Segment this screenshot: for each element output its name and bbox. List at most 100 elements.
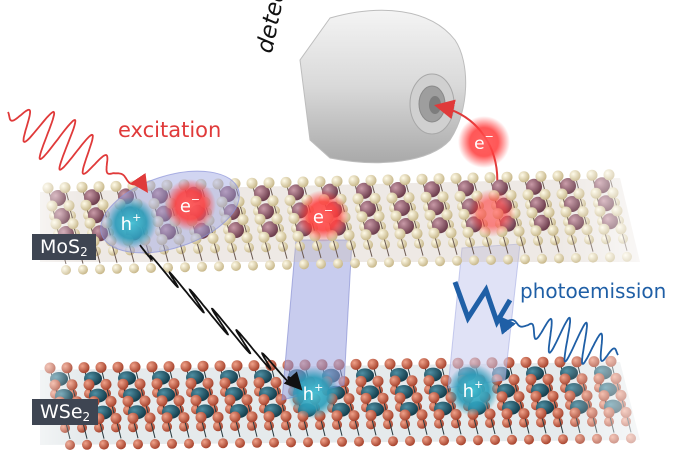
se-atom <box>269 437 279 448</box>
se-atom <box>168 378 180 390</box>
s-atom <box>254 213 266 225</box>
se-atom <box>263 411 275 423</box>
se-atom <box>422 435 432 446</box>
s-atom <box>369 192 381 204</box>
se-atom <box>411 392 423 404</box>
detector-body <box>299 9 467 164</box>
se-atom <box>620 406 632 418</box>
se-atom <box>337 436 347 447</box>
hole-bottom-right: h+ <box>447 364 499 416</box>
s-atom <box>61 265 71 275</box>
se-atom <box>365 409 377 421</box>
s-atom <box>63 200 75 212</box>
s-atom <box>556 188 568 200</box>
se-atom <box>371 436 381 447</box>
se-atom <box>82 439 92 450</box>
se-atom <box>219 377 231 389</box>
se-atom <box>229 411 241 423</box>
se-atom <box>564 390 576 402</box>
s-atom <box>603 169 615 181</box>
se-atom <box>280 410 292 422</box>
se-atom <box>184 438 194 449</box>
se-atom <box>343 393 355 405</box>
se-atom <box>214 360 226 372</box>
s-atom <box>299 259 309 270</box>
s-atom <box>403 192 415 204</box>
se-atom <box>377 392 389 404</box>
svg-text:h+: h+ <box>303 381 324 405</box>
electron-top-left: e− <box>164 179 216 231</box>
se-atom <box>161 412 173 424</box>
s-atom <box>394 228 406 240</box>
se-atom <box>547 390 559 402</box>
photoemission-wave <box>497 315 619 365</box>
mos2-label: MoS2 <box>32 234 96 260</box>
electron-top-right <box>468 189 516 237</box>
se-atom <box>603 407 615 419</box>
se-atom <box>241 394 253 406</box>
se-atom <box>190 394 202 406</box>
s-atom <box>467 172 479 184</box>
se-atom <box>610 372 622 384</box>
s-atom <box>454 190 466 202</box>
se-atom <box>100 378 112 390</box>
s-atom <box>316 259 326 269</box>
se-atom <box>178 412 190 424</box>
se-atom <box>61 362 73 374</box>
se-atom <box>518 408 530 420</box>
se-atom <box>116 439 126 450</box>
s-atom <box>586 169 598 181</box>
s-atom <box>571 253 581 263</box>
se-atom <box>384 358 396 370</box>
se-atom <box>207 394 219 406</box>
s-atom <box>588 252 598 263</box>
s-atom <box>93 181 105 193</box>
se-atom <box>144 412 156 424</box>
hole-bottom-middle: h+ <box>287 367 339 419</box>
se-atom <box>389 375 401 387</box>
s-atom <box>280 176 292 188</box>
se-atom <box>507 434 517 445</box>
s-atom <box>282 259 292 270</box>
s-atom <box>129 263 139 274</box>
s-atom <box>543 206 555 218</box>
s-atom <box>590 187 602 199</box>
se-atom <box>367 358 379 370</box>
s-atom <box>458 208 470 220</box>
s-atom <box>526 207 538 219</box>
s-atom <box>367 257 377 268</box>
se-atom <box>575 434 585 444</box>
se-atom <box>542 373 554 385</box>
s-atom <box>407 210 419 222</box>
se-atom <box>559 373 571 385</box>
s-atom <box>513 225 525 237</box>
s-atom <box>594 205 606 217</box>
se-atom <box>350 358 362 370</box>
se-atom <box>586 407 598 419</box>
emitted-electron-label: e− <box>474 130 494 154</box>
se-atom <box>615 389 627 401</box>
se-atom <box>270 376 282 388</box>
se-atom <box>253 377 265 389</box>
s-atom <box>146 263 156 273</box>
se-atom <box>388 436 398 447</box>
s-atom <box>581 224 593 236</box>
s-atom <box>348 175 360 187</box>
s-atom <box>76 181 88 193</box>
s-atom <box>539 188 551 200</box>
se-atom <box>212 411 224 423</box>
s-atom <box>399 174 411 186</box>
s-atom <box>433 173 445 185</box>
s-atom <box>314 176 326 188</box>
se-atom <box>524 434 534 445</box>
se-atom <box>593 373 605 385</box>
se-atom <box>163 361 175 373</box>
s-atom <box>428 227 440 239</box>
se-atom <box>180 360 192 372</box>
se-atom <box>44 362 56 374</box>
se-atom <box>185 377 197 389</box>
s-atom <box>390 210 402 222</box>
se-atom <box>286 437 296 448</box>
s-atom <box>607 187 619 199</box>
s-atom <box>501 171 513 183</box>
